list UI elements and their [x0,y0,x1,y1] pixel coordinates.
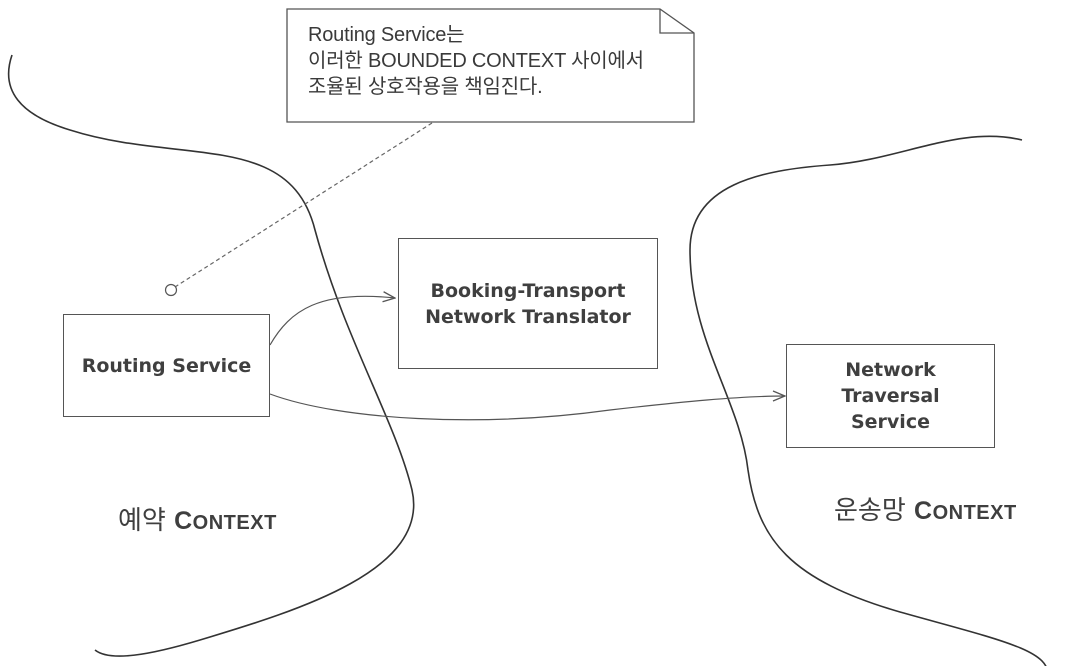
right-context-boundary [689,135,1047,666]
note-fold [659,9,694,34]
right-context-label: 운송망 CONTEXT [834,496,1017,526]
translator-box: Booking-Transport Network Translator [398,238,658,369]
note-text: Routing Service는 이러한 BOUNDED CONTEXT 사이에… [308,24,644,98]
arrow-routing-to-translator [269,296,395,346]
left-context-label: 예약 CONTEXT [118,506,277,536]
translator-label: Booking-Transport Network Translator [425,279,631,328]
arrow-routing-to-traversal [269,394,785,421]
network-traversal-box: Network Traversal Service [786,344,995,448]
network-traversal-label: Network Traversal Service [841,359,940,433]
left-context-boundary [7,54,415,657]
note-box [286,8,695,123]
note-anchor [164,283,178,297]
note-leader-line [174,122,433,288]
routing-service-label: Routing Service [81,354,252,377]
routing-service-box: Routing Service [63,314,270,417]
